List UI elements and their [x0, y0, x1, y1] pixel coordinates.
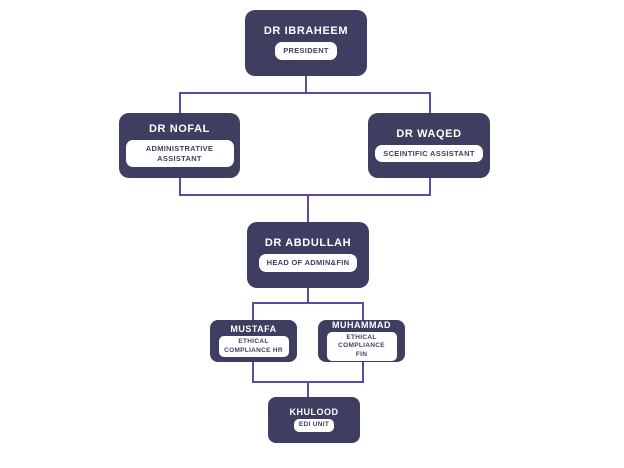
person-name: DR NOFAL — [148, 123, 211, 136]
person-name: MUSTAFA — [230, 324, 277, 335]
connector — [252, 362, 254, 383]
connector — [429, 178, 431, 196]
org-node-abdullah: DR ABDULLAH HEAD OF ADMIN&FIN — [247, 222, 369, 288]
connector — [252, 302, 254, 320]
connector — [307, 194, 309, 222]
connector — [252, 302, 364, 304]
org-node-president: DR IBRAHEEM PRESIDENT — [245, 10, 367, 76]
role-label: ETHICAL COMPLIANCE HR — [218, 336, 289, 357]
person-name: DR ABDULLAH — [264, 237, 352, 250]
person-name: MUHAMMAD — [332, 319, 391, 330]
org-node-nofal: DR NOFAL ADMINISTRATIVE ASSISTANT — [119, 113, 240, 178]
connector — [179, 178, 181, 196]
connector — [179, 194, 431, 196]
connector — [179, 92, 181, 113]
role-label: EDI UNIT — [293, 419, 335, 432]
role-label: PRESIDENT — [275, 42, 337, 60]
person-name: DR IBRAHEEM — [263, 25, 349, 38]
connector — [179, 92, 431, 94]
org-node-khulood: KHULOOD EDI UNIT — [268, 397, 360, 443]
role-label: ETHICAL COMPLIANCE FIN — [326, 331, 397, 362]
role-label: ADMINISTRATIVE ASSISTANT — [125, 140, 234, 167]
role-label: HEAD OF ADMIN&FIN — [258, 254, 358, 272]
person-name: KHULOOD — [289, 407, 339, 418]
connector — [305, 76, 307, 94]
connector — [362, 362, 364, 383]
connector — [362, 302, 364, 320]
org-node-mustafa: MUSTAFA ETHICAL COMPLIANCE HR — [210, 320, 297, 362]
role-label: SCEINTIFIC ASSISTANT — [375, 144, 483, 163]
connector — [429, 92, 431, 113]
org-node-muhammad: MUHAMMAD ETHICAL COMPLIANCE FIN — [318, 320, 405, 362]
connector — [307, 288, 309, 304]
person-name: DR WAQED — [396, 127, 462, 140]
org-node-waqed: DR WAQED SCEINTIFIC ASSISTANT — [368, 113, 490, 178]
connector — [307, 381, 309, 397]
